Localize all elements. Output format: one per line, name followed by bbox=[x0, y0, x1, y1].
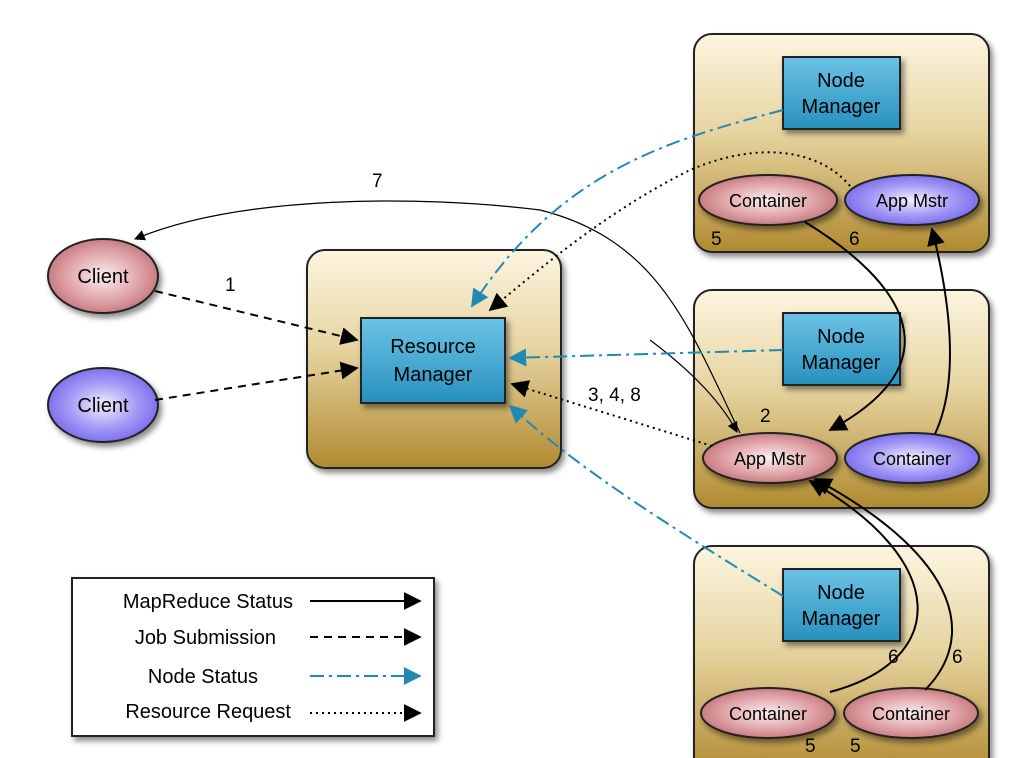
node-manager-3-label-1: Node bbox=[817, 582, 865, 604]
legend: MapReduce Status Job Submission Node Sta… bbox=[71, 577, 435, 737]
edge-label-7: 7 bbox=[372, 171, 383, 192]
arrow-resource-request-node1 bbox=[488, 151, 851, 312]
arrow-status-node3-left-to-node2-appmstr bbox=[808, 480, 919, 693]
edge-label-1: 1 bbox=[225, 275, 236, 296]
legend-box bbox=[71, 577, 435, 737]
node-manager-3-label-2: Manager bbox=[802, 608, 881, 630]
arrow-node-status-2 bbox=[508, 348, 784, 367]
node1-num-5: 5 bbox=[711, 229, 722, 250]
node2-num-2: 2 bbox=[760, 406, 771, 427]
client-red: Client bbox=[47, 238, 159, 314]
edge-label-3-4-8: 3, 4, 8 bbox=[588, 385, 641, 406]
node3-num-6b: 6 bbox=[952, 647, 963, 668]
node-manager-2-label-2: Manager bbox=[802, 352, 881, 374]
node-manager-1-label-2: Manager bbox=[802, 96, 881, 118]
arrow-status-node3-right-to-node2-appmstr bbox=[813, 478, 954, 691]
node3-container-left: Container bbox=[700, 687, 836, 739]
arrow-mapreduce-status-7 bbox=[134, 200, 741, 434]
legend-label-job-submission: Job Submission bbox=[135, 627, 276, 649]
arrow-job-submission-red-client bbox=[154, 290, 359, 345]
client-blue-label: Client bbox=[77, 395, 129, 417]
node-manager-2-label-1: Node bbox=[817, 326, 865, 348]
node1-app-master-label: App Mstr bbox=[876, 191, 948, 211]
legend-label-node-status: Node Status bbox=[148, 666, 258, 688]
legend-label-resource-request: Resource Request bbox=[125, 701, 291, 723]
legend-label-mapreduce-status: MapReduce Status bbox=[123, 591, 293, 613]
resource-manager-label-1: Resource bbox=[390, 336, 476, 358]
client-red-label: Client bbox=[77, 266, 129, 288]
arrow-job-submission-blue-client bbox=[154, 361, 359, 401]
node3-container-right-label: Container bbox=[872, 704, 950, 724]
node-manager-box-1: Node Manager bbox=[782, 56, 901, 130]
node2-container-label: Container bbox=[873, 449, 951, 469]
resource-manager-box: Resource Manager bbox=[360, 317, 506, 404]
arrow-status-node2-container-to-node1-appmstr bbox=[927, 227, 951, 435]
node1-container-label: Container bbox=[729, 191, 807, 211]
node-manager-box-3: Node Manager bbox=[782, 568, 901, 642]
node3-num-5b: 5 bbox=[850, 736, 861, 757]
node3-num-6a: 6 bbox=[888, 647, 899, 668]
node1-container: Container bbox=[698, 174, 838, 226]
node2-app-master-label: App Mstr bbox=[734, 449, 806, 469]
node1-app-master: App Mstr bbox=[844, 174, 980, 226]
client-blue: Client bbox=[47, 367, 159, 443]
resource-manager-label-2: Manager bbox=[394, 364, 473, 386]
arrow-resource-request-node2 bbox=[510, 380, 713, 447]
node-manager-box-2: Node Manager bbox=[782, 312, 901, 386]
node3-container-left-label: Container bbox=[729, 704, 807, 724]
node3-container-right: Container bbox=[843, 687, 979, 739]
node-manager-1-label-1: Node bbox=[817, 70, 865, 92]
node2-container: Container bbox=[844, 432, 980, 484]
arrow-node-status-3 bbox=[508, 404, 784, 597]
arrow-status-node1-container-to-node2-appmstr bbox=[804, 221, 906, 431]
arrow-node-status-1 bbox=[471, 109, 784, 308]
node2-app-master: App Mstr bbox=[702, 432, 838, 484]
arrow-mapreduce-status-to-appmstr bbox=[649, 339, 738, 433]
node1-num-6: 6 bbox=[849, 229, 860, 250]
node3-num-5a: 5 bbox=[805, 736, 816, 757]
